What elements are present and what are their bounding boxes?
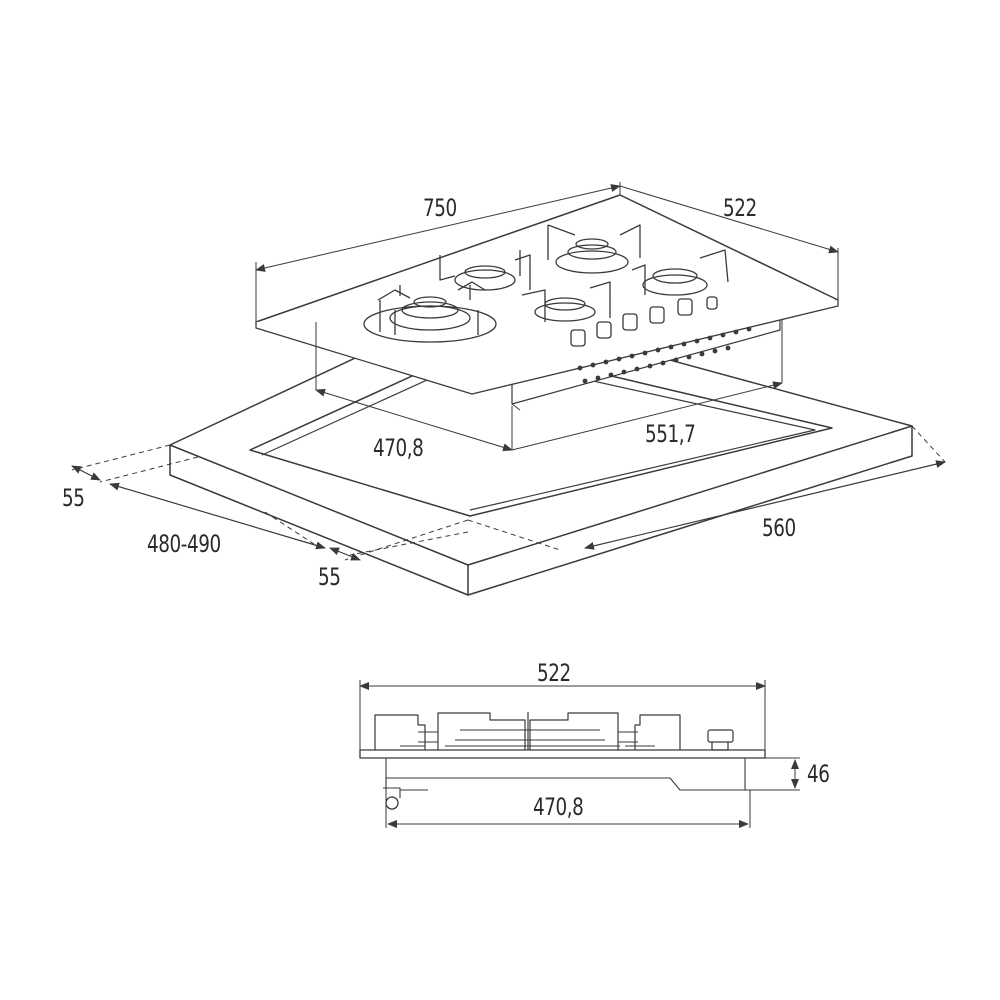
dim-label-cutout-range-480-490: 480-490 <box>147 530 221 558</box>
dim-label-front-margin-55: 55 <box>62 484 85 512</box>
countertop-dimension-lines <box>71 460 946 561</box>
hob-dimension-lines <box>255 182 839 452</box>
vent-holes <box>577 326 752 384</box>
dim-label-cutout-length-560: 560 <box>762 514 796 542</box>
side-dim-label-depth-522: 522 <box>537 659 571 687</box>
side-dim-label-height-46: 46 <box>807 760 830 788</box>
burner-front-center <box>521 281 611 322</box>
burner-wok <box>363 281 497 343</box>
dim-label-cutout-depth-470-8: 470,8 <box>373 434 424 462</box>
control-knobs <box>570 296 718 347</box>
side-view <box>359 680 800 828</box>
dim-label-cutout-width-551-7: 551,7 <box>645 420 696 448</box>
dim-label-side-margin-55: 55 <box>318 563 341 591</box>
side-dim-label-body-depth-470-8: 470,8 <box>533 793 584 821</box>
hob-body <box>255 194 839 411</box>
dim-label-width-750: 750 <box>423 194 457 222</box>
burner-right <box>631 249 729 296</box>
dim-label-depth-522: 522 <box>723 194 757 222</box>
